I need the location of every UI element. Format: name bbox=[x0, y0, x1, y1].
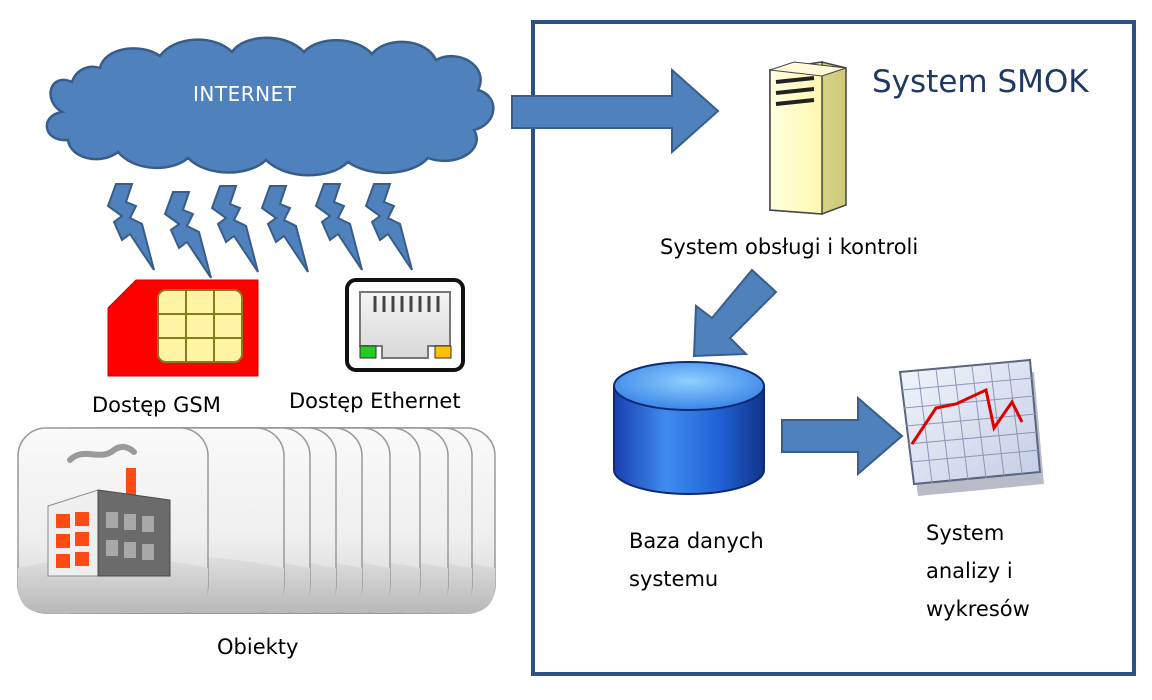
server-icon bbox=[769, 61, 847, 215]
internet-cloud bbox=[45, 36, 495, 177]
factory-icon bbox=[47, 443, 171, 577]
lightning-icon bbox=[106, 183, 155, 271]
lightning-icon bbox=[210, 185, 259, 273]
lightning-icon bbox=[163, 191, 212, 279]
lightning-icon bbox=[314, 183, 363, 271]
system-title: System SMOK bbox=[872, 64, 1089, 100]
analysis-label: System analizy i wykresów bbox=[926, 521, 1030, 621]
database-icon bbox=[613, 361, 765, 495]
lightning-icon bbox=[364, 183, 413, 271]
arrow-server-to-database bbox=[692, 268, 778, 358]
lightning-bolts bbox=[106, 183, 413, 279]
arrow-database-to-chart bbox=[781, 395, 904, 477]
system-frame bbox=[531, 20, 1136, 676]
database-label: Baza danych systemu bbox=[629, 529, 764, 591]
sim-card-icon bbox=[107, 279, 259, 377]
ethernet-port-icon bbox=[345, 278, 465, 372]
lightning-icon bbox=[260, 185, 309, 273]
object-tiles bbox=[17, 427, 496, 614]
ethernet-label: Dostęp Ethernet bbox=[289, 389, 461, 413]
object-tile-front bbox=[17, 427, 209, 614]
objects-label: Obiekty bbox=[217, 635, 299, 659]
arrow-internet-to-server bbox=[511, 67, 720, 155]
internet-label: INTERNET bbox=[193, 82, 297, 106]
chart-icon bbox=[898, 358, 1044, 496]
gsm-label: Dostęp GSM bbox=[92, 393, 221, 417]
server-label: System obsługi i kontroli bbox=[660, 235, 919, 259]
